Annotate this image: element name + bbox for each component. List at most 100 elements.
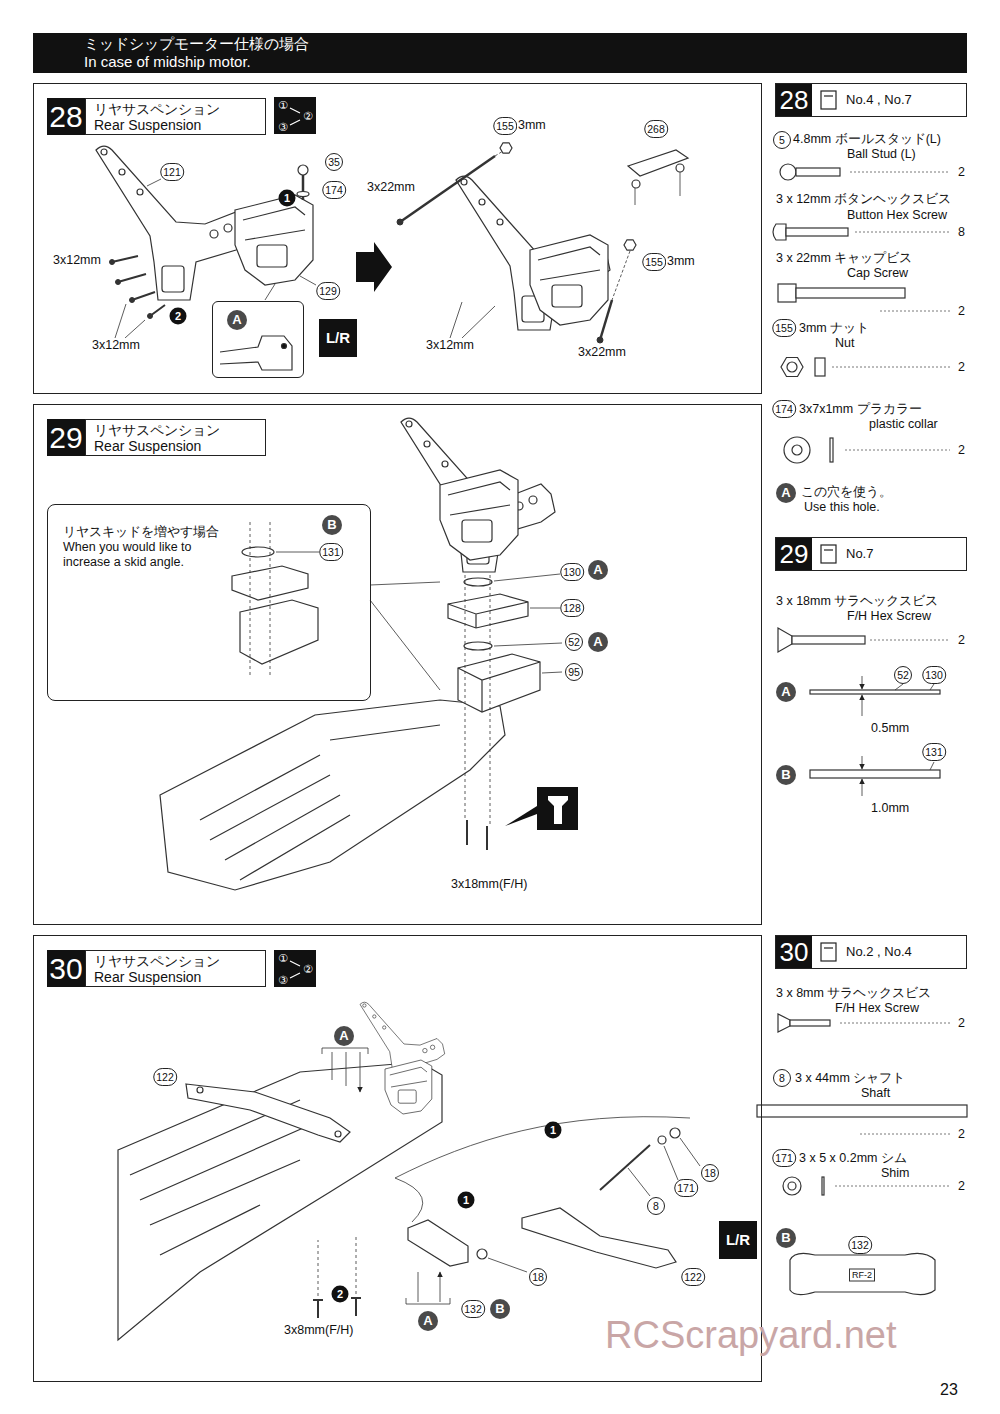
- header-text: In case of midship motor.: [33, 53, 967, 71]
- rear-suspension-parts: [298, 165, 308, 175]
- part-text: 2: [957, 1016, 966, 1030]
- countersunk-icon: [505, 806, 537, 826]
- part-picture: [786, 228, 848, 236]
- screw: [110, 260, 115, 265]
- screw: [467, 820, 487, 850]
- order-icon-number: ③: [278, 974, 288, 986]
- callout-number: 121: [160, 163, 184, 181]
- bag-number: No.2 , No.4: [846, 936, 912, 968]
- rear-suspension-parts: [522, 1208, 676, 1268]
- rear-suspension-parts: [448, 602, 528, 628]
- screw: [397, 219, 403, 225]
- countersunk-icon: [505, 787, 578, 830]
- inset-note: リヤスキッドを増やす場合 When you would like to incr…: [63, 525, 228, 570]
- screw: [130, 298, 135, 303]
- screw: [110, 156, 613, 343]
- bag-icon: [821, 91, 836, 109]
- callout-number: 174: [322, 181, 346, 199]
- callout-number: 155: [493, 117, 517, 135]
- reference-letter: A: [776, 483, 796, 503]
- callout-number: 52: [565, 633, 583, 651]
- screw: [597, 337, 603, 343]
- part-picture: [790, 1020, 830, 1026]
- rear-suspension-parts: [464, 642, 492, 650]
- part-text: plastic collar: [868, 417, 939, 431]
- rear-suspension-parts: [676, 164, 684, 172]
- bag-icon: [821, 545, 836, 563]
- part-picture: [778, 628, 792, 652]
- leader-line: [612, 251, 630, 300]
- step-order-number: 1: [458, 1192, 475, 1209]
- part-text: 3mm: [666, 254, 696, 268]
- leader-line: [450, 302, 495, 338]
- bag-icon: [821, 943, 836, 961]
- rear-suspension-parts: [632, 180, 640, 188]
- callout-number: 131: [922, 743, 946, 761]
- leader-line: [395, 1178, 423, 1222]
- part-picture: [810, 770, 940, 778]
- order-icon: [274, 950, 316, 987]
- leader-line: [147, 179, 161, 186]
- part-picture: [796, 168, 840, 176]
- part-picture: [792, 636, 865, 644]
- bag-icon: [824, 947, 833, 948]
- rear-suspension-parts: [658, 1136, 666, 1144]
- part-picture: [788, 1182, 796, 1190]
- part-text: 1.0mm: [870, 801, 910, 815]
- rear-suspension-parts: [130, 1100, 310, 1255]
- part-text: 3x12mm: [425, 338, 475, 352]
- part-text: Shim: [880, 1166, 910, 1180]
- rear-suspension-parts: [477, 1249, 487, 1259]
- part-picture: [781, 358, 803, 377]
- part-text: 8: [957, 225, 966, 239]
- reference-letter: A: [334, 1026, 354, 1046]
- part-picture: [783, 1177, 801, 1195]
- order-icon-number: ②: [303, 963, 313, 975]
- rear-suspension-parts: [240, 600, 318, 664]
- part-picture: [790, 1253, 935, 1294]
- header-bar: ミッドシップモーター仕様の場合In case of midship motor.: [33, 33, 967, 73]
- leader-line: [418, 1272, 440, 1302]
- part-text: 3 x 18mm サラヘックスビス: [775, 594, 939, 608]
- dimension-line: [862, 676, 934, 796]
- dimension-line: [862, 676, 863, 689]
- step-order-number: 2: [170, 308, 187, 325]
- part-text: 3 x 8mm サラヘックスビス: [775, 986, 932, 1000]
- part-text: 2: [957, 304, 966, 318]
- parts-header: 28No.4 , No.7: [775, 83, 967, 117]
- callout-number: 122: [153, 1068, 177, 1086]
- reference-letter: A: [227, 310, 247, 330]
- parts-header: 29No.7: [775, 537, 967, 571]
- part-marking: RF-2: [849, 1269, 875, 1282]
- part-text: 3 x 44mm シャフト: [794, 1071, 906, 1085]
- part-text: 3mm ナット: [798, 321, 870, 335]
- leader-line: [495, 151, 503, 156]
- part-text: 4.8mm ボールスタッド(L): [792, 132, 942, 146]
- part-text: Cap Screw: [846, 266, 909, 280]
- part-text: 3x7x1mm プラカラー: [798, 402, 923, 416]
- bag-icon: [824, 95, 833, 96]
- rear-suspension-parts: [624, 240, 636, 250]
- callout-number: 132: [461, 1300, 485, 1318]
- rear-suspension-parts: [335, 1131, 341, 1137]
- part-picture: [792, 445, 802, 455]
- step-title: リヤサスペンション Rear Suspension: [85, 98, 266, 135]
- callout-number: 171: [674, 1179, 698, 1197]
- dimension-line: [862, 779, 863, 796]
- rear-suspension-parts: [530, 235, 608, 325]
- reference-letter: A: [418, 1311, 438, 1331]
- screw: [467, 820, 487, 850]
- step-order-number: 1: [279, 190, 296, 207]
- screw: [600, 300, 612, 340]
- step-number: 28: [776, 84, 812, 116]
- leader-line: [265, 284, 275, 300]
- part-picture: [815, 358, 825, 376]
- reference-letter: B: [776, 765, 796, 785]
- leader-line: [370, 582, 440, 690]
- part-text: 3x22mm: [366, 180, 416, 194]
- callout-number: 155: [642, 253, 666, 271]
- order-icon: [290, 108, 300, 125]
- part-picture: [773, 224, 786, 240]
- order-icon: [274, 97, 316, 134]
